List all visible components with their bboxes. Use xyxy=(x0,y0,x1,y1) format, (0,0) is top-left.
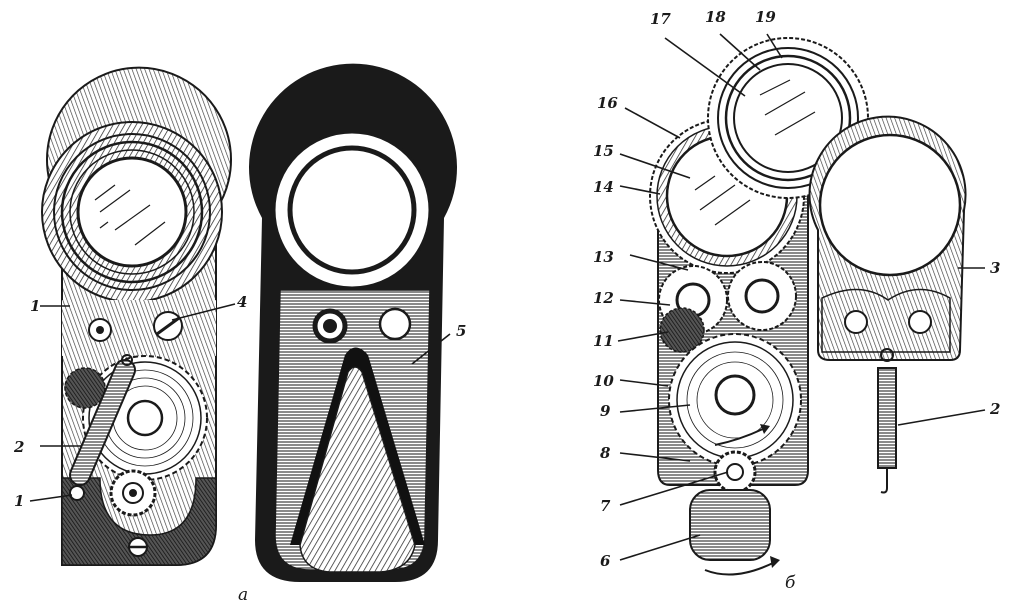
lens-glare-left xyxy=(94,184,166,246)
label-1-upper: 1 xyxy=(30,297,40,315)
label-2: 2 xyxy=(13,438,24,456)
spring-2-left xyxy=(69,354,136,486)
label-12: 12 xyxy=(593,289,614,307)
screw-4 xyxy=(153,311,183,341)
label-18: 18 xyxy=(705,8,726,26)
label-6: 6 xyxy=(600,552,611,570)
caption-a: а xyxy=(238,585,248,605)
left-plate-with-gears xyxy=(41,66,232,566)
spring-2-right xyxy=(877,348,897,494)
label-1-lower: 1 xyxy=(14,492,24,510)
label-14: 14 xyxy=(593,178,614,196)
label-7: 7 xyxy=(600,497,611,515)
label-3: 3 xyxy=(990,259,1000,277)
caption-b: б xyxy=(785,573,796,593)
label-17: 17 xyxy=(650,10,671,28)
label-13: 13 xyxy=(593,248,614,266)
label-4: 4 xyxy=(237,293,247,311)
cover-5 xyxy=(249,63,458,582)
knob-6 xyxy=(689,489,780,576)
label-5: 5 xyxy=(456,322,466,340)
leader-lines xyxy=(29,33,986,561)
plate-3 xyxy=(808,115,967,361)
right-labels: 17 18 19 16 15 14 13 12 11 10 9 8 7 6 3 … xyxy=(593,8,1000,570)
top-gear-19 xyxy=(707,37,869,199)
label-10: 10 xyxy=(593,372,614,390)
label-8: 8 xyxy=(600,444,611,462)
label-16: 16 xyxy=(597,94,618,112)
label-11: 11 xyxy=(593,332,614,350)
label-15: 15 xyxy=(593,142,614,160)
label-19: 19 xyxy=(755,8,776,26)
sprocket-left xyxy=(109,469,157,517)
label-9: 9 xyxy=(600,402,611,420)
left-labels: 1 1 2 4 5 xyxy=(13,293,466,510)
right-plate-with-gears xyxy=(649,37,869,576)
label-2-right: 2 xyxy=(989,400,1000,418)
